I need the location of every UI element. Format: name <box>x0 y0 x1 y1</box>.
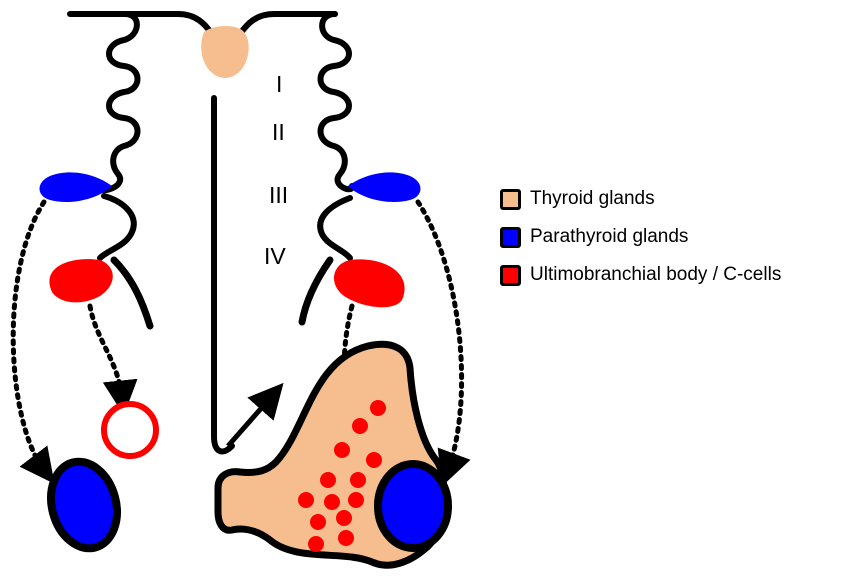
legend-item-thyroid: Thyroid glands <box>500 186 781 212</box>
c-cell-1 <box>370 400 386 416</box>
c-cell-12 <box>308 536 324 552</box>
right-parathyroid-gland <box>378 464 448 548</box>
left-ultimobranchial-migration-arrow <box>90 306 122 398</box>
thyroid-descent-arrow <box>228 396 272 446</box>
left-pharyngeal-wall-tail <box>114 260 150 326</box>
legend-label-thyroid: Thyroid glands <box>530 188 655 210</box>
legend: Thyroid glands Parathyroid glands Ultimo… <box>500 186 781 300</box>
c-cells-swatch <box>500 265 521 286</box>
legend-item-c-cells: Ultimobranchial body / C-cells <box>500 262 781 288</box>
left-parathyroid-gland <box>42 454 127 556</box>
thyroid-descent-line <box>214 98 232 451</box>
left-pharyngeal-wall <box>70 14 138 190</box>
thyroid-swatch <box>500 189 521 210</box>
c-cell-10 <box>310 514 326 530</box>
left-ultimobranchial-body <box>49 259 112 302</box>
left-c-cell-ring <box>104 404 156 456</box>
left-pharyngeal-wall-lower <box>100 196 134 258</box>
right-pharyngeal-wall <box>321 14 353 189</box>
right-ultimobranchial-body <box>334 259 405 307</box>
pouch-label-i: I <box>276 71 282 97</box>
left-parathyroid-primordium <box>40 172 113 202</box>
right-parathyroid-primordium <box>348 172 421 202</box>
pouch-label-iii: III <box>269 182 288 208</box>
pouch-label-iv: IV <box>264 243 286 269</box>
c-cell-6 <box>320 472 336 488</box>
c-cell-11 <box>336 510 352 526</box>
legend-label-c-cells: Ultimobranchial body / C-cells <box>530 264 781 286</box>
c-cell-5 <box>350 472 366 488</box>
thyroid-primordium <box>201 26 248 78</box>
c-cell-8 <box>324 494 340 510</box>
c-cell-2 <box>352 418 368 434</box>
right-pharyngeal-wall-lower <box>320 198 350 258</box>
left-parathyroid-migration-arrow <box>13 202 44 470</box>
pouch-label-ii: II <box>272 119 285 145</box>
c-cell-13 <box>338 530 354 546</box>
legend-item-parathyroid: Parathyroid glands <box>500 224 781 250</box>
c-cell-7 <box>298 492 314 508</box>
parathyroid-swatch <box>500 227 521 248</box>
c-cell-4 <box>366 452 382 468</box>
c-cell-9 <box>348 492 364 508</box>
legend-label-parathyroid: Parathyroid glands <box>530 226 688 248</box>
c-cell-3 <box>334 442 350 458</box>
right-pharyngeal-wall-tail <box>302 260 330 322</box>
